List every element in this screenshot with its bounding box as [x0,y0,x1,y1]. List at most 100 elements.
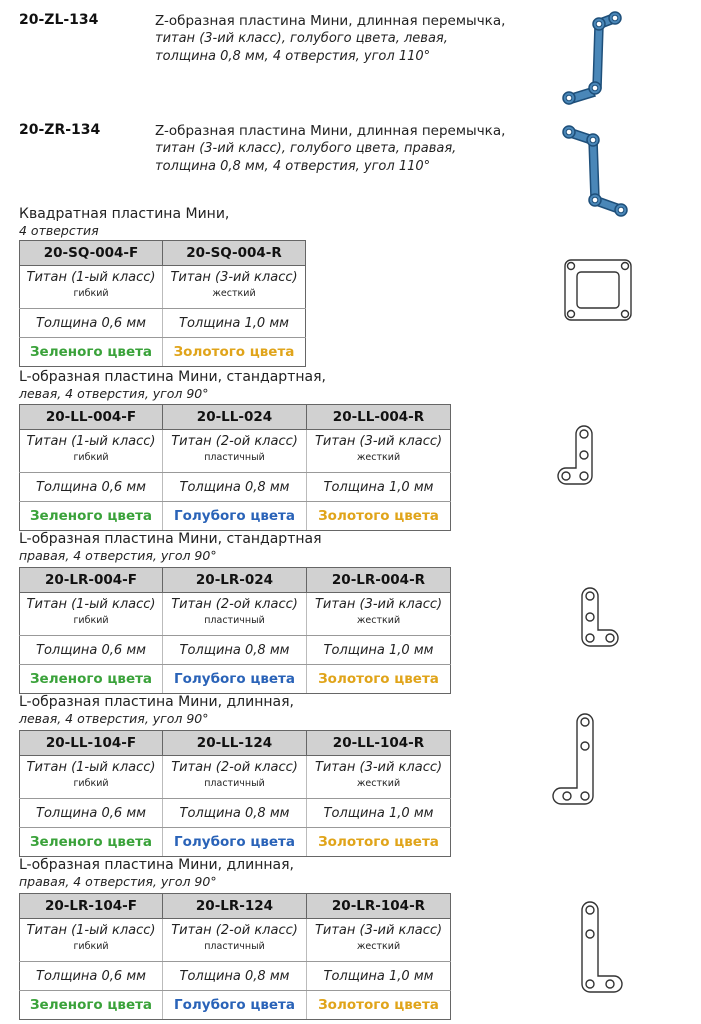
material-name: Титан (1-ый класс) [26,923,156,938]
material-name: Титан (3-ий класс) [314,597,443,612]
color-cell: Золотого цвета [306,990,451,1020]
material-name: Титан (1-ый класс) [26,760,156,775]
z-plate-left-icon [562,11,622,105]
product-description: Z-образная пластина Мини, длинная перемы… [155,12,505,66]
square-plate-icon [564,259,632,321]
material-type: гибкий [73,288,109,299]
material-cell: Титан (2-ой класс) пластичный [162,592,307,636]
section-header: L-образная пластина Мини, стандартная пр… [19,531,322,563]
material-name: Титан (3-ий класс) [314,760,443,775]
color-cell: Зеленого цвета [19,827,163,857]
color-cell: Золотого цвета [306,501,451,531]
material-type: гибкий [73,941,109,952]
material-type: пластичный [204,941,265,952]
section-subtitle: 4 отверстия [19,223,99,238]
thickness-cell: Толщина 1,0 мм [306,798,451,828]
product-table: 20-LR-104-F 20-LR-124 20-LR-104-R Титан … [19,893,451,1020]
l-plate-long-right-icon [581,901,623,993]
color-cell: Голубого цвета [162,990,307,1020]
material-cell: Титан (1-ый класс) гибкий [19,592,163,636]
material-name: Титан (3-ий класс) [170,270,298,285]
section-subtitle: правая, 4 отверстия, угол 90° [19,548,217,563]
material-type: гибкий [73,778,109,789]
description-line: Z-образная пластина Мини, длинная перемы… [155,123,506,139]
column-code: 20-LR-004-R [306,567,451,593]
column-code: 20-SQ-004-R [162,240,306,266]
material-name: Титан (2-ой класс) [171,597,298,612]
material-cell: Титан (1-ый класс) гибкий [19,429,163,473]
material-type: жесткий [356,452,401,463]
material-type: жесткий [356,615,401,626]
thickness-cell: Толщина 0,8 мм [162,472,307,502]
material-type: жесткий [356,778,401,789]
material-cell: Титан (3-ий класс) жесткий [162,265,306,309]
material-name: Титан (1-ый класс) [26,434,156,449]
column-code: 20-LR-004-F [19,567,163,593]
material-name: Титан (3-ий класс) [314,434,443,449]
material-type: жесткий [212,288,256,299]
material-name: Титан (2-ой класс) [171,923,298,938]
section-title: L-образная пластина Мини, стандартная [19,531,322,547]
section-subtitle: левая, 4 отверстия, угол 90° [19,711,209,726]
material-name: Титан (1-ый класс) [26,597,156,612]
description-line: титан (3-ий класс), голубого цвета, прав… [155,141,457,156]
color-cell: Золотого цвета [306,664,451,694]
column-code: 20-LR-104-F [19,893,163,919]
material-type: жесткий [356,941,401,952]
z-plate-right-icon [562,125,628,217]
product-table: 20-LL-104-F 20-LL-124 20-LL-104-R Титан … [19,730,451,857]
color-cell: Зеленого цвета [19,990,163,1020]
description-line: Z-образная пластина Мини, длинная перемы… [155,13,506,29]
material-type: гибкий [73,615,109,626]
thickness-cell: Толщина 0,6 мм [19,798,163,828]
material-type: гибкий [73,452,109,463]
column-code: 20-LL-124 [162,730,307,756]
thickness-cell: Толщина 1,0 мм [306,961,451,991]
thickness-cell: Толщина 0,6 мм [19,472,163,502]
color-cell: Золотого цвета [162,337,306,367]
material-cell: Титан (1-ый класс) гибкий [19,755,163,799]
color-cell: Золотого цвета [306,827,451,857]
material-cell: Титан (1-ый класс) гибкий [19,265,163,309]
thickness-cell: Толщина 0,8 мм [162,961,307,991]
section-header: Квадратная пластина Мини, 4 отверстия [19,206,229,238]
color-cell: Голубого цвета [162,664,307,694]
column-code: 20-LL-004-F [19,404,163,430]
section-header: L-образная пластина Мини, стандартная, л… [19,369,326,401]
l-plate-left-icon [557,425,593,485]
material-cell: Титан (1-ый класс) гибкий [19,918,163,962]
product-code: 20-ZL-134 [19,12,99,28]
material-cell: Титан (3-ий класс) жесткий [306,429,451,473]
column-code: 20-SQ-004-F [19,240,163,266]
material-cell: Титан (2-ой класс)пластичный [162,755,307,799]
section-title: L-образная пластина Мини, длинная, [19,857,294,873]
material-type: пластичный [204,615,265,626]
column-code: 20-LL-104-R [306,730,451,756]
material-type: пластичный [204,452,265,463]
material-name: Титан (2-ой класс) [171,434,298,449]
thickness-cell: Толщина 0,6 мм [19,961,163,991]
product-code: 20-ZR-134 [19,122,101,138]
product-table: 20-LL-004-F 20-LL-024 20-LL-004-R Титан … [19,404,451,531]
section-subtitle: правая, 4 отверстия, угол 90° [19,874,217,889]
product-description: Z-образная пластина Мини, длинная перемы… [155,122,505,176]
column-code: 20-LR-104-R [306,893,451,919]
thickness-cell: Толщина 0,8 мм [162,635,307,665]
material-cell: Титан (3-ий класс)жесткий [306,918,451,962]
column-code: 20-LL-104-F [19,730,163,756]
color-cell: Голубого цвета [162,501,307,531]
column-code: 20-LR-124 [162,893,307,919]
thickness-cell: Толщина 0,6 мм [19,308,163,338]
column-code: 20-LL-004-R [306,404,451,430]
product-table: 20-LR-004-F 20-LR-024 20-LR-004-R Титан … [19,567,451,694]
material-cell: Титан (2-ой класс) пластичный [162,918,307,962]
material-name: Титан (2-ой класс) [171,760,298,775]
material-cell: Титан (3-ий класс) жесткий [306,592,451,636]
section-title: L-образная пластина Мини, стандартная, [19,369,326,385]
color-cell: Зеленого цвета [19,664,163,694]
material-name: Титан (1-ый класс) [26,270,156,285]
material-cell: Титан (2-ой класс) пластичный [162,429,307,473]
thickness-cell: Толщина 0,8 мм [162,798,307,828]
section-title: Квадратная пластина Мини, [19,206,230,222]
description-line: толщина 0,8 мм, 4 отверстия, угол 110° [155,159,431,174]
